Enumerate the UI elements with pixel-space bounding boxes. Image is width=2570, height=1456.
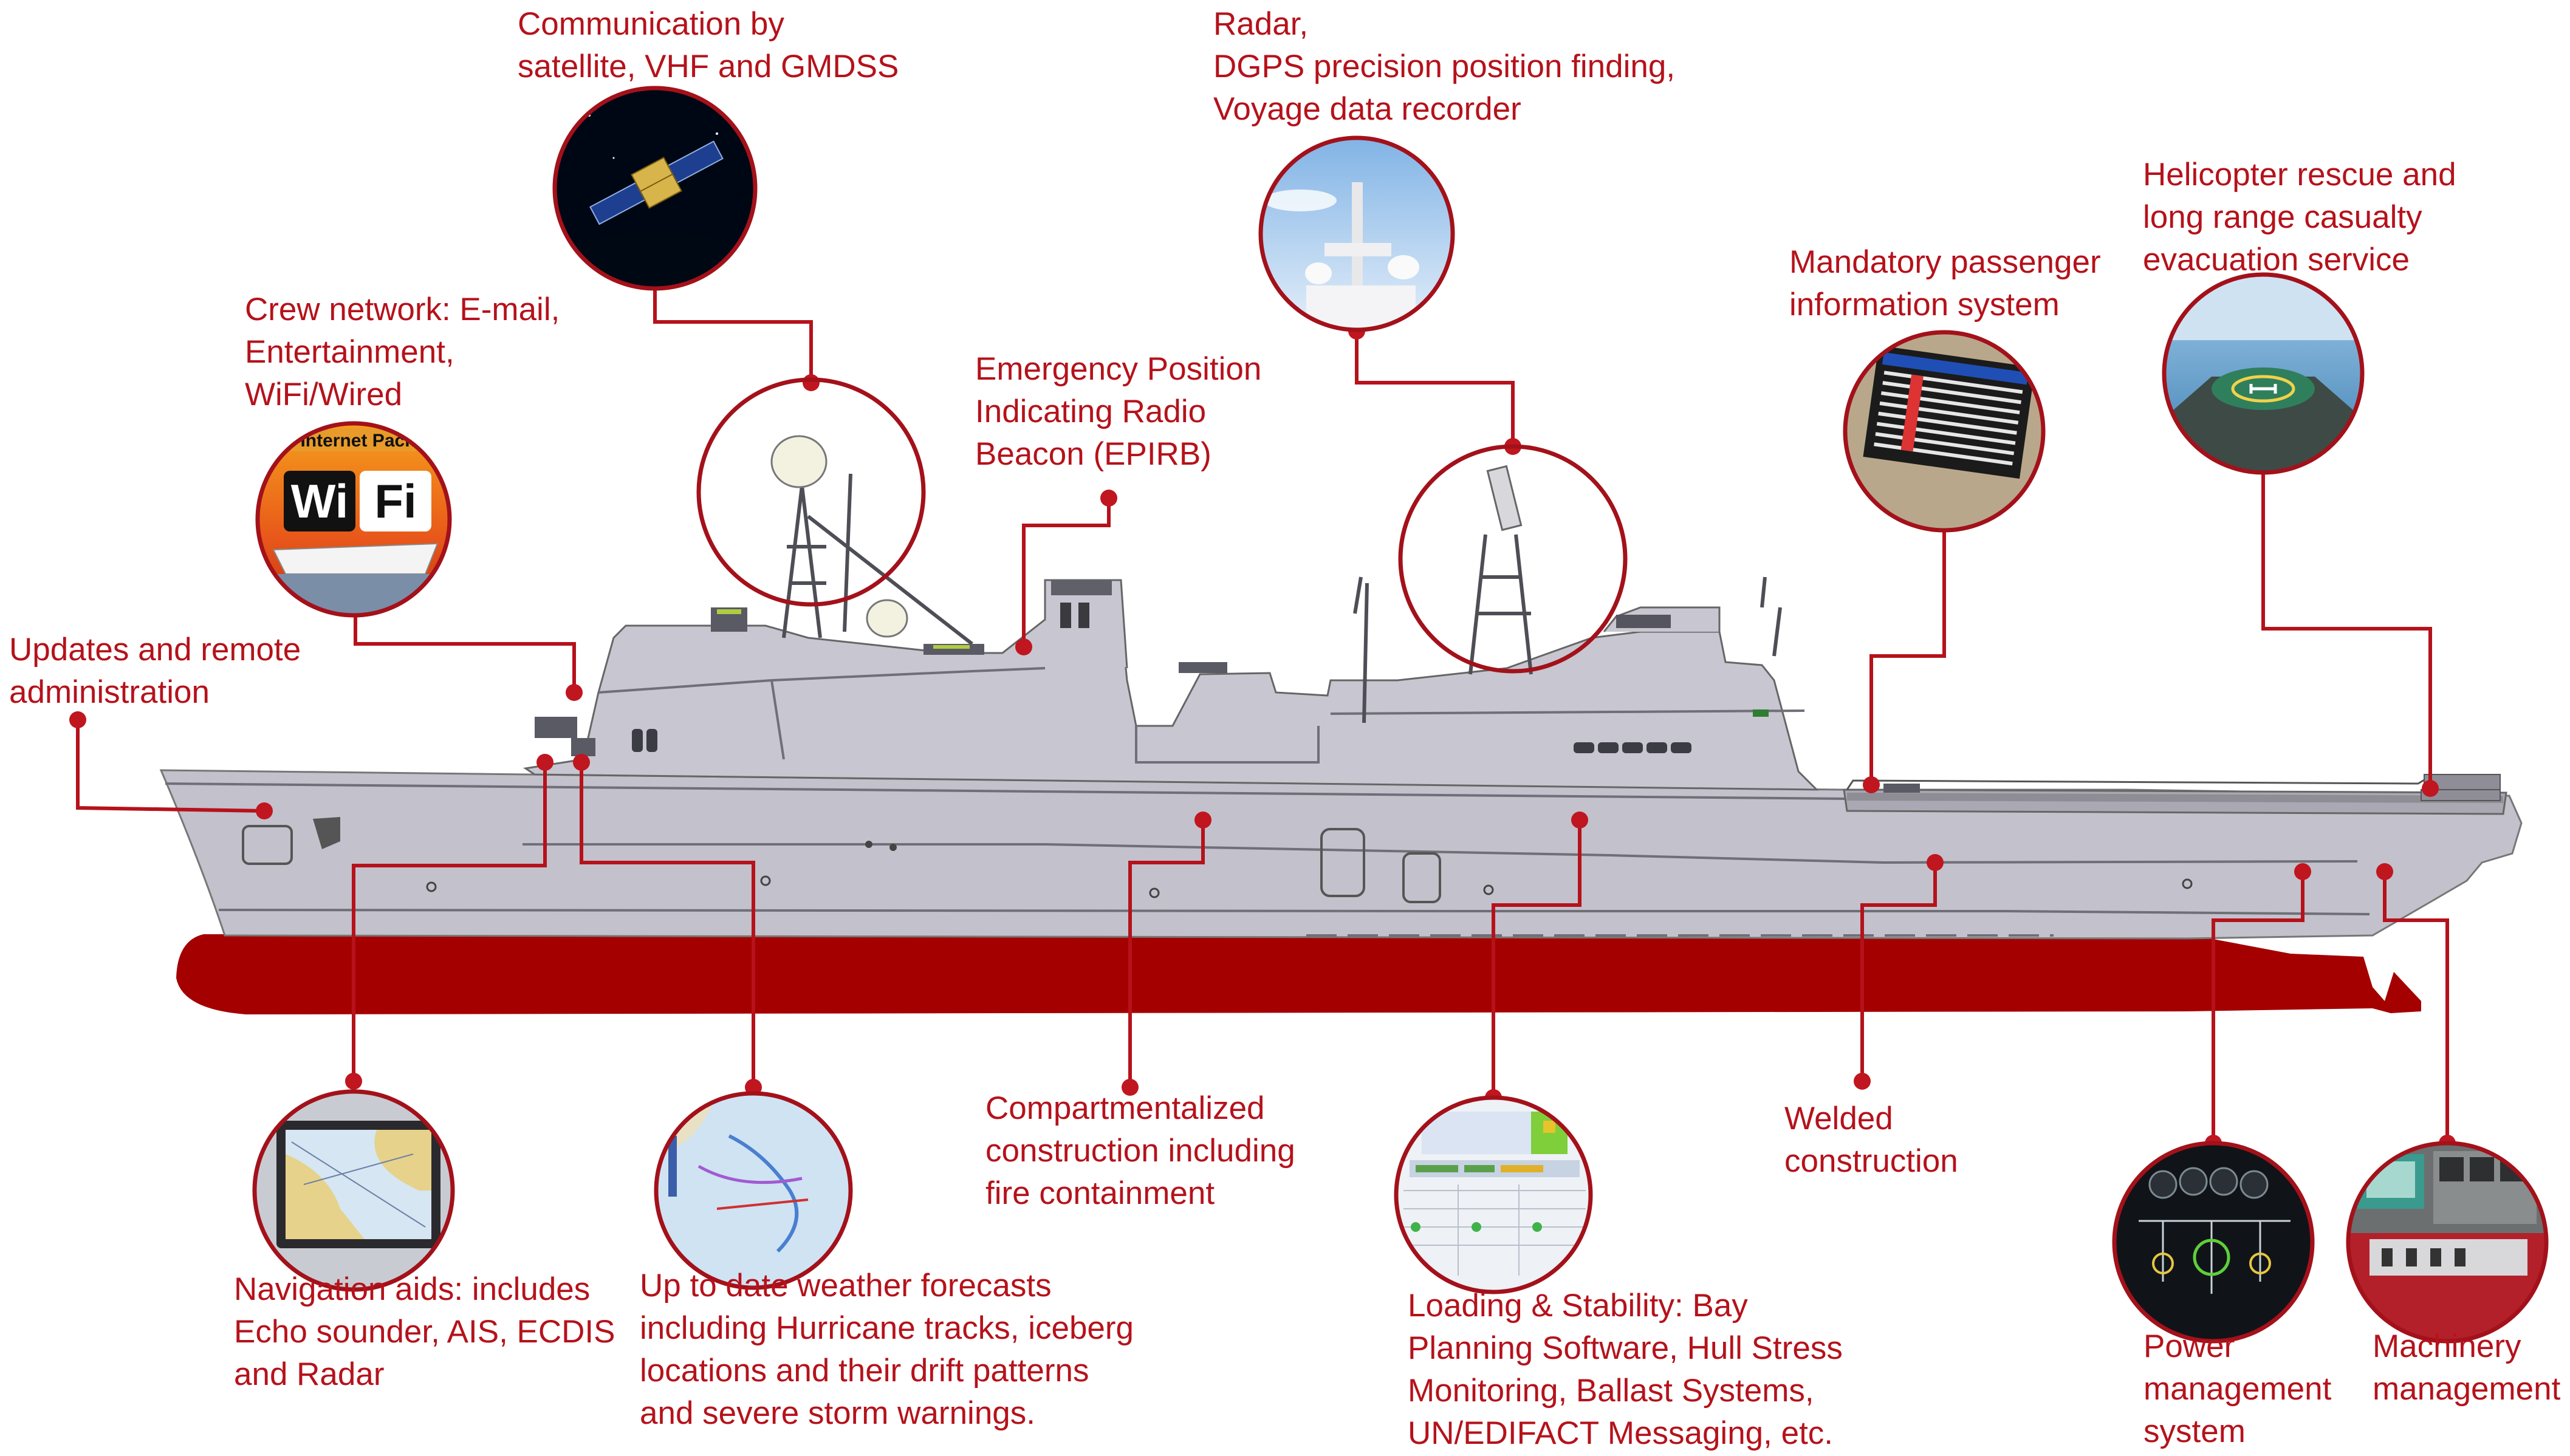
power-panel-icon xyxy=(2112,1141,2315,1344)
control-room-icon xyxy=(2346,1141,2549,1344)
helipad-icon xyxy=(2162,272,2365,475)
callout-passenger-information: Mandatory passenger information system xyxy=(1789,244,2101,323)
wifi-wi-text: Wi xyxy=(291,474,349,528)
callout-epirb: Emergency Position Indicating Radio Beac… xyxy=(975,351,1262,472)
callout-radar: Radar, DGPS precision position finding, … xyxy=(1213,6,1676,127)
radar-magnifier-ring xyxy=(1398,444,1628,674)
radar-mast-icon xyxy=(1258,135,1455,332)
callout-machinery-management: Machinery management xyxy=(2373,1328,2561,1407)
callout-navigation-aids: Navigation aids: includes Echo sounder, … xyxy=(234,1271,615,1392)
hull-underwater xyxy=(176,934,2421,1014)
wifi-fi-text: Fi xyxy=(374,474,416,528)
callout-helicopter-rescue: Helicopter rescue and long range casualt… xyxy=(2143,157,2456,278)
superstructure xyxy=(523,618,1819,791)
mast-magnifier-ring xyxy=(696,377,926,607)
callout-welded-construction: Welded construction xyxy=(1784,1101,1958,1179)
ship-illustration xyxy=(159,435,2523,1014)
nautical-chart-monitor-icon xyxy=(252,1089,455,1292)
callout-crew-network: Crew network: E-mail, Entertainment, WiF… xyxy=(245,292,560,412)
callout-updates-remote-administration: Updates and remote administration xyxy=(9,632,301,710)
callout-loading-stability: Loading & Stability: Bay Planning Softwa… xyxy=(1408,1288,1843,1451)
weather-map-icon xyxy=(654,1091,853,1290)
departure-board-icon xyxy=(1843,330,2046,533)
leader-lines xyxy=(76,276,2449,1143)
satellite-icon xyxy=(552,86,758,291)
callout-compartmentalized-construction: Compartmentalized construction including… xyxy=(985,1090,1295,1211)
callout-power-management: Power management system xyxy=(2143,1328,2332,1449)
hull-topside xyxy=(159,769,2523,940)
callout-weather-forecasts: Up to date weather forecasts including H… xyxy=(640,1268,1134,1431)
wifi-cruise-ship-icon: ew Internet Packag Wi Fi xyxy=(255,421,452,618)
stability-software-icon xyxy=(1394,1095,1593,1294)
callout-communication: Communication by satellite, VHF and GMDS… xyxy=(518,6,899,84)
